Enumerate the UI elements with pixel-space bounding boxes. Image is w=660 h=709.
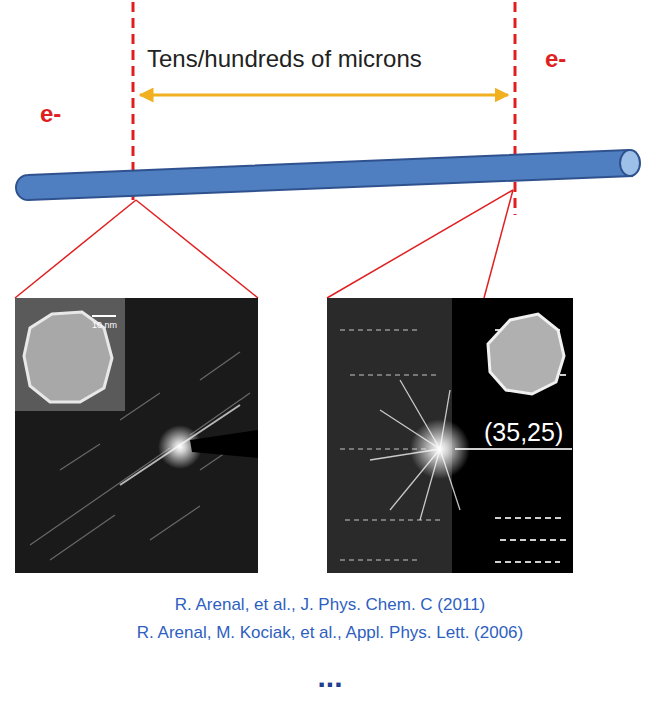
zoom-line xyxy=(15,200,136,298)
citation: R. Arenal, M. Kociak, et al., Appl. Phys… xyxy=(0,623,660,643)
ellipsis: ... xyxy=(0,660,660,695)
scale-bar xyxy=(92,315,116,317)
nanotube xyxy=(16,150,632,200)
zoom-line xyxy=(136,200,258,298)
distance-arrow xyxy=(140,94,508,97)
diffraction-panel xyxy=(15,298,258,573)
diffraction-panel xyxy=(327,298,573,573)
chirality-label: (35,25) xyxy=(484,418,563,447)
beam-line xyxy=(514,2,517,165)
zoom-line xyxy=(327,190,513,298)
zoom-line xyxy=(484,190,513,298)
electron-label: e- xyxy=(545,45,566,73)
beam-line xyxy=(514,182,517,215)
beam-stop xyxy=(190,430,258,458)
image-inset xyxy=(15,298,125,411)
electron-label: e- xyxy=(40,100,61,128)
nanotube-end xyxy=(620,150,640,176)
central-beam xyxy=(410,419,470,479)
distance-label: Tens/hundreds of microns xyxy=(147,45,422,73)
simulated-pattern xyxy=(452,298,573,573)
citation: R. Arenal, et al., J. Phys. Chem. C (201… xyxy=(0,595,660,615)
tube-cross-section xyxy=(488,314,564,394)
scale-label: 10 nm xyxy=(92,320,117,330)
